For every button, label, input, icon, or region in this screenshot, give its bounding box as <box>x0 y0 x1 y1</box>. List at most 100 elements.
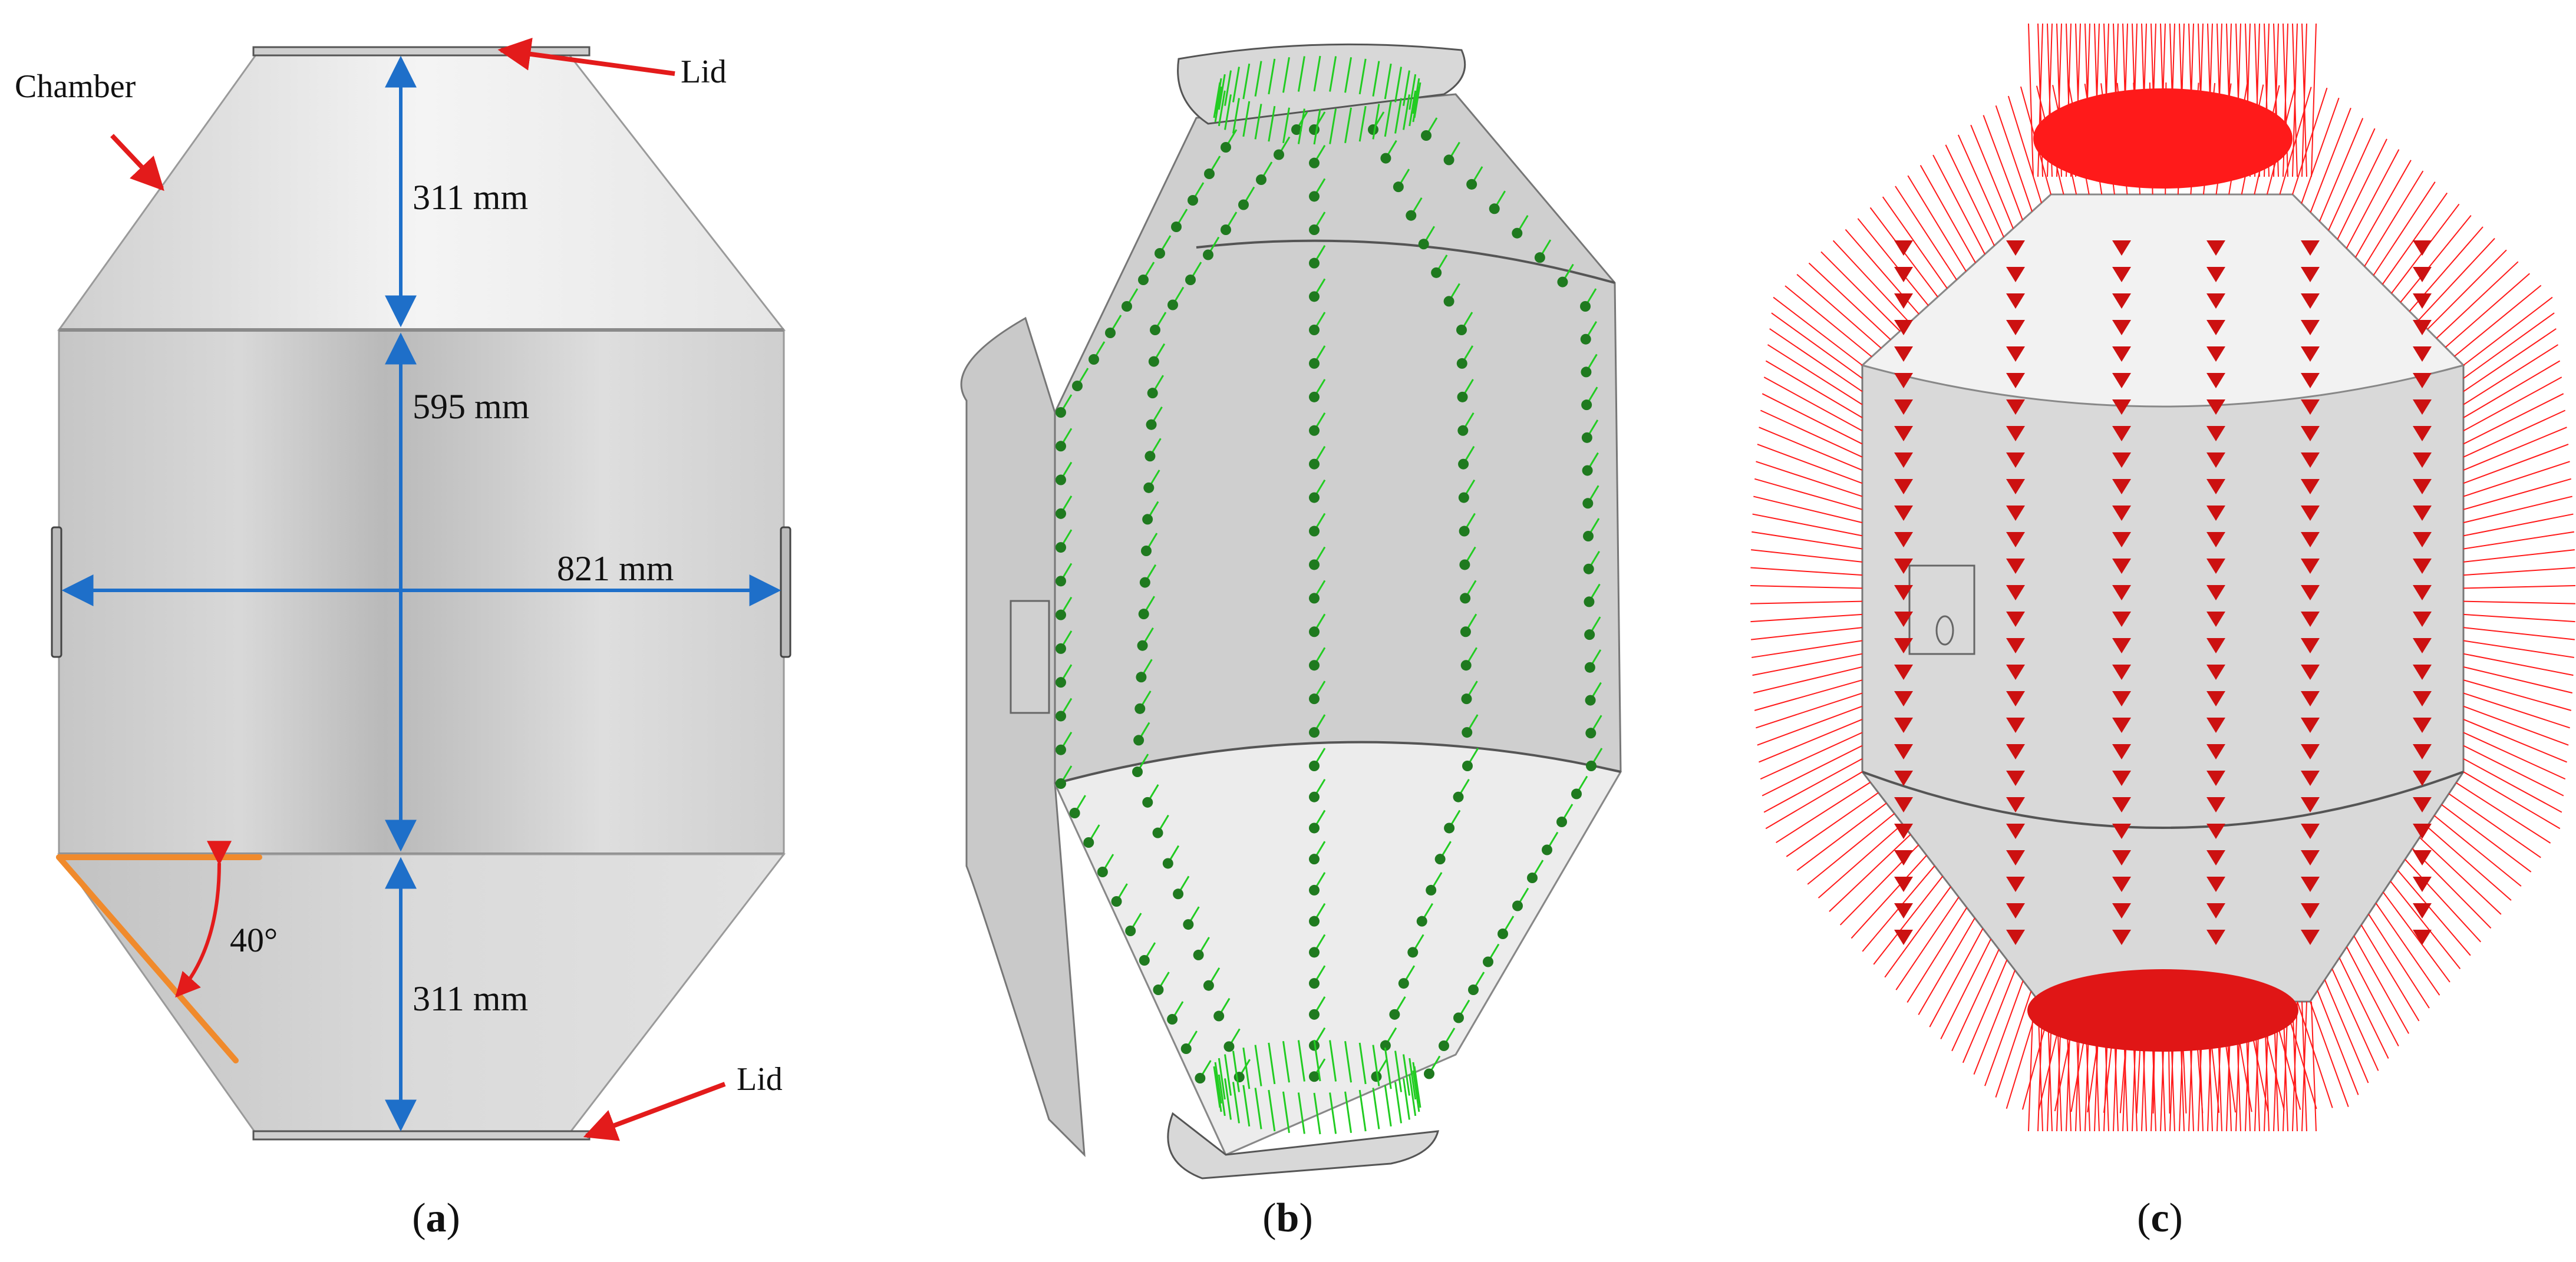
green-node <box>1416 916 1427 927</box>
red-arrowhead <box>2112 903 2131 919</box>
red-vector <box>2463 531 2574 550</box>
red-vector <box>2028 1001 2034 1132</box>
red-vector <box>2448 793 2541 858</box>
red-arrowhead <box>2112 612 2131 627</box>
green-vector <box>1282 107 1290 144</box>
green-node <box>1141 546 1152 556</box>
green-node <box>1585 728 1597 739</box>
green-node <box>1557 276 1568 288</box>
red-arrowhead <box>1894 718 1913 733</box>
red-arrowhead <box>2301 930 2320 945</box>
green-vector <box>1214 78 1222 114</box>
red-vector <box>2463 719 2567 763</box>
red-vector <box>1759 427 1863 471</box>
green-node <box>1309 1009 1320 1020</box>
red-arrowhead <box>2413 930 2432 945</box>
red-vector <box>2463 600 2575 604</box>
green-vector <box>1297 1040 1305 1082</box>
red-arrowhead <box>2413 744 2432 759</box>
green-node <box>1585 695 1596 706</box>
red-vector <box>1759 719 1863 763</box>
red-arrowhead <box>2413 399 2432 415</box>
green-node <box>1185 275 1196 285</box>
red-vector <box>2463 705 2569 746</box>
green-node <box>1309 492 1320 503</box>
green-node <box>1309 626 1320 637</box>
green-vector <box>1254 1088 1262 1129</box>
red-vector <box>2311 1001 2317 1132</box>
green-node <box>1138 275 1149 285</box>
green-node <box>1581 432 1592 443</box>
dim-diameter-label: 821 mm <box>557 549 674 588</box>
green-node <box>1137 640 1148 651</box>
green-vector <box>1268 1042 1276 1085</box>
red-vector <box>2279 87 2312 195</box>
red-arrowhead <box>2206 373 2225 388</box>
red-vector <box>1995 990 2032 1098</box>
red-force-vectors <box>1750 23 2575 1132</box>
red-arrowhead <box>2206 479 2225 494</box>
red-vector <box>2292 87 2328 195</box>
green-vector <box>1224 1054 1232 1096</box>
red-vector <box>1771 312 1863 379</box>
red-vector <box>1918 917 1975 1015</box>
red-vector <box>2463 360 2561 418</box>
red-arrowhead <box>2301 744 2320 759</box>
red-arrowhead <box>2413 373 2432 388</box>
red-vector <box>1945 144 1995 246</box>
red-arrowhead <box>2206 850 2225 865</box>
green-vector <box>1344 1040 1353 1083</box>
red-arrowhead <box>2413 824 2432 839</box>
red-arrowhead <box>2006 479 2025 494</box>
green-vector <box>1358 58 1367 95</box>
red-arrowhead <box>2206 797 2225 812</box>
red-arrowhead <box>2206 877 2225 892</box>
red-arrowhead <box>2301 797 2320 812</box>
red-arrowhead <box>2413 426 2432 441</box>
red-arrowhead <box>2301 267 2320 282</box>
red-arrowhead <box>2006 346 2025 362</box>
red-vector <box>2454 285 2542 357</box>
green-vector <box>1402 70 1410 106</box>
red-vector <box>2301 23 2307 177</box>
green-vector <box>1384 1085 1392 1127</box>
red-arrowhead <box>2413 850 2432 865</box>
red-arrowhead <box>2006 691 2025 706</box>
green-node <box>1309 157 1320 169</box>
red-arrowhead <box>2006 744 2025 759</box>
green-node <box>1584 596 1595 607</box>
green-node <box>1584 662 1595 673</box>
green-vector <box>1384 1047 1392 1089</box>
red-arrowhead <box>2413 585 2432 600</box>
panel-a: Chamber Lid 311 mm 595 mm 821 mm 40° 311… <box>15 38 791 1241</box>
red-vector <box>2368 913 2430 1009</box>
dimension-lines <box>61 55 781 1132</box>
red-vector <box>1884 886 1951 978</box>
red-arrowhead <box>2006 638 2025 653</box>
green-vector <box>1402 94 1410 130</box>
red-vector <box>1750 585 1863 589</box>
red-arrowhead <box>1894 346 1913 362</box>
red-vector <box>2310 107 2351 213</box>
red-vector <box>1765 360 1863 418</box>
bottom-lid <box>252 1130 591 1141</box>
chamber-label: Chamber <box>15 68 136 105</box>
green-node <box>1309 822 1320 834</box>
red-arrowhead <box>2301 903 2320 919</box>
green-node <box>1069 808 1080 818</box>
right-handle <box>780 526 791 658</box>
green-node <box>1139 577 1150 588</box>
green-vector <box>1242 101 1251 137</box>
green-node <box>1146 419 1157 430</box>
green-vector <box>1232 98 1240 134</box>
green-vector <box>1394 98 1403 134</box>
green-node <box>1125 926 1136 936</box>
red-bottom-cluster <box>2027 969 2298 1052</box>
red-vector <box>2310 1001 2349 1107</box>
red-arrowhead <box>2006 532 2025 547</box>
red-arrowhead <box>2413 771 2432 786</box>
green-node <box>1462 727 1473 738</box>
green-vector <box>1409 1058 1417 1100</box>
green-node <box>1583 531 1594 541</box>
